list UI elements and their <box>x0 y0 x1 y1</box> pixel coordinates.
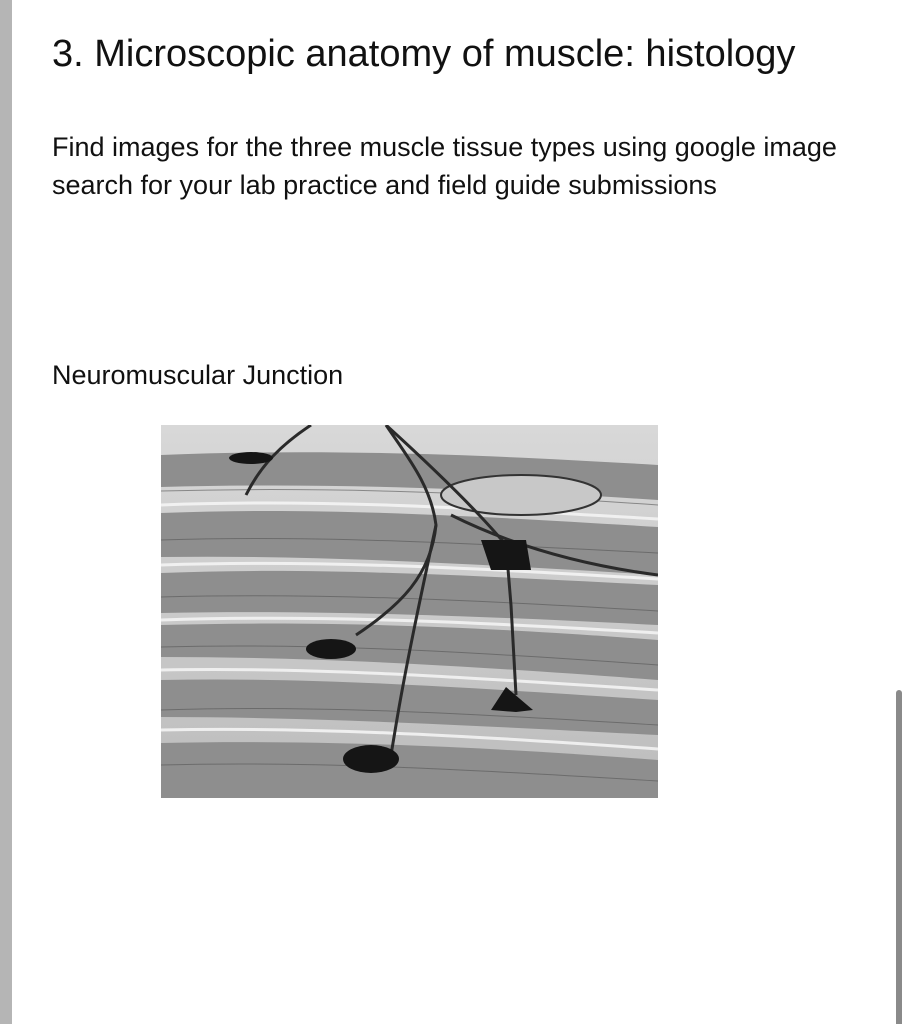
left-margin-bar <box>0 0 12 1024</box>
vertical-scrollbar-thumb[interactable] <box>896 690 902 1024</box>
neuromuscular-junction-micrograph <box>161 425 658 798</box>
page-title: 3. Microscopic anatomy of muscle: histol… <box>52 33 796 75</box>
instructions-text: Find images for the three muscle tissue … <box>52 132 837 200</box>
figure-label: Neuromuscular Junction <box>52 360 344 390</box>
